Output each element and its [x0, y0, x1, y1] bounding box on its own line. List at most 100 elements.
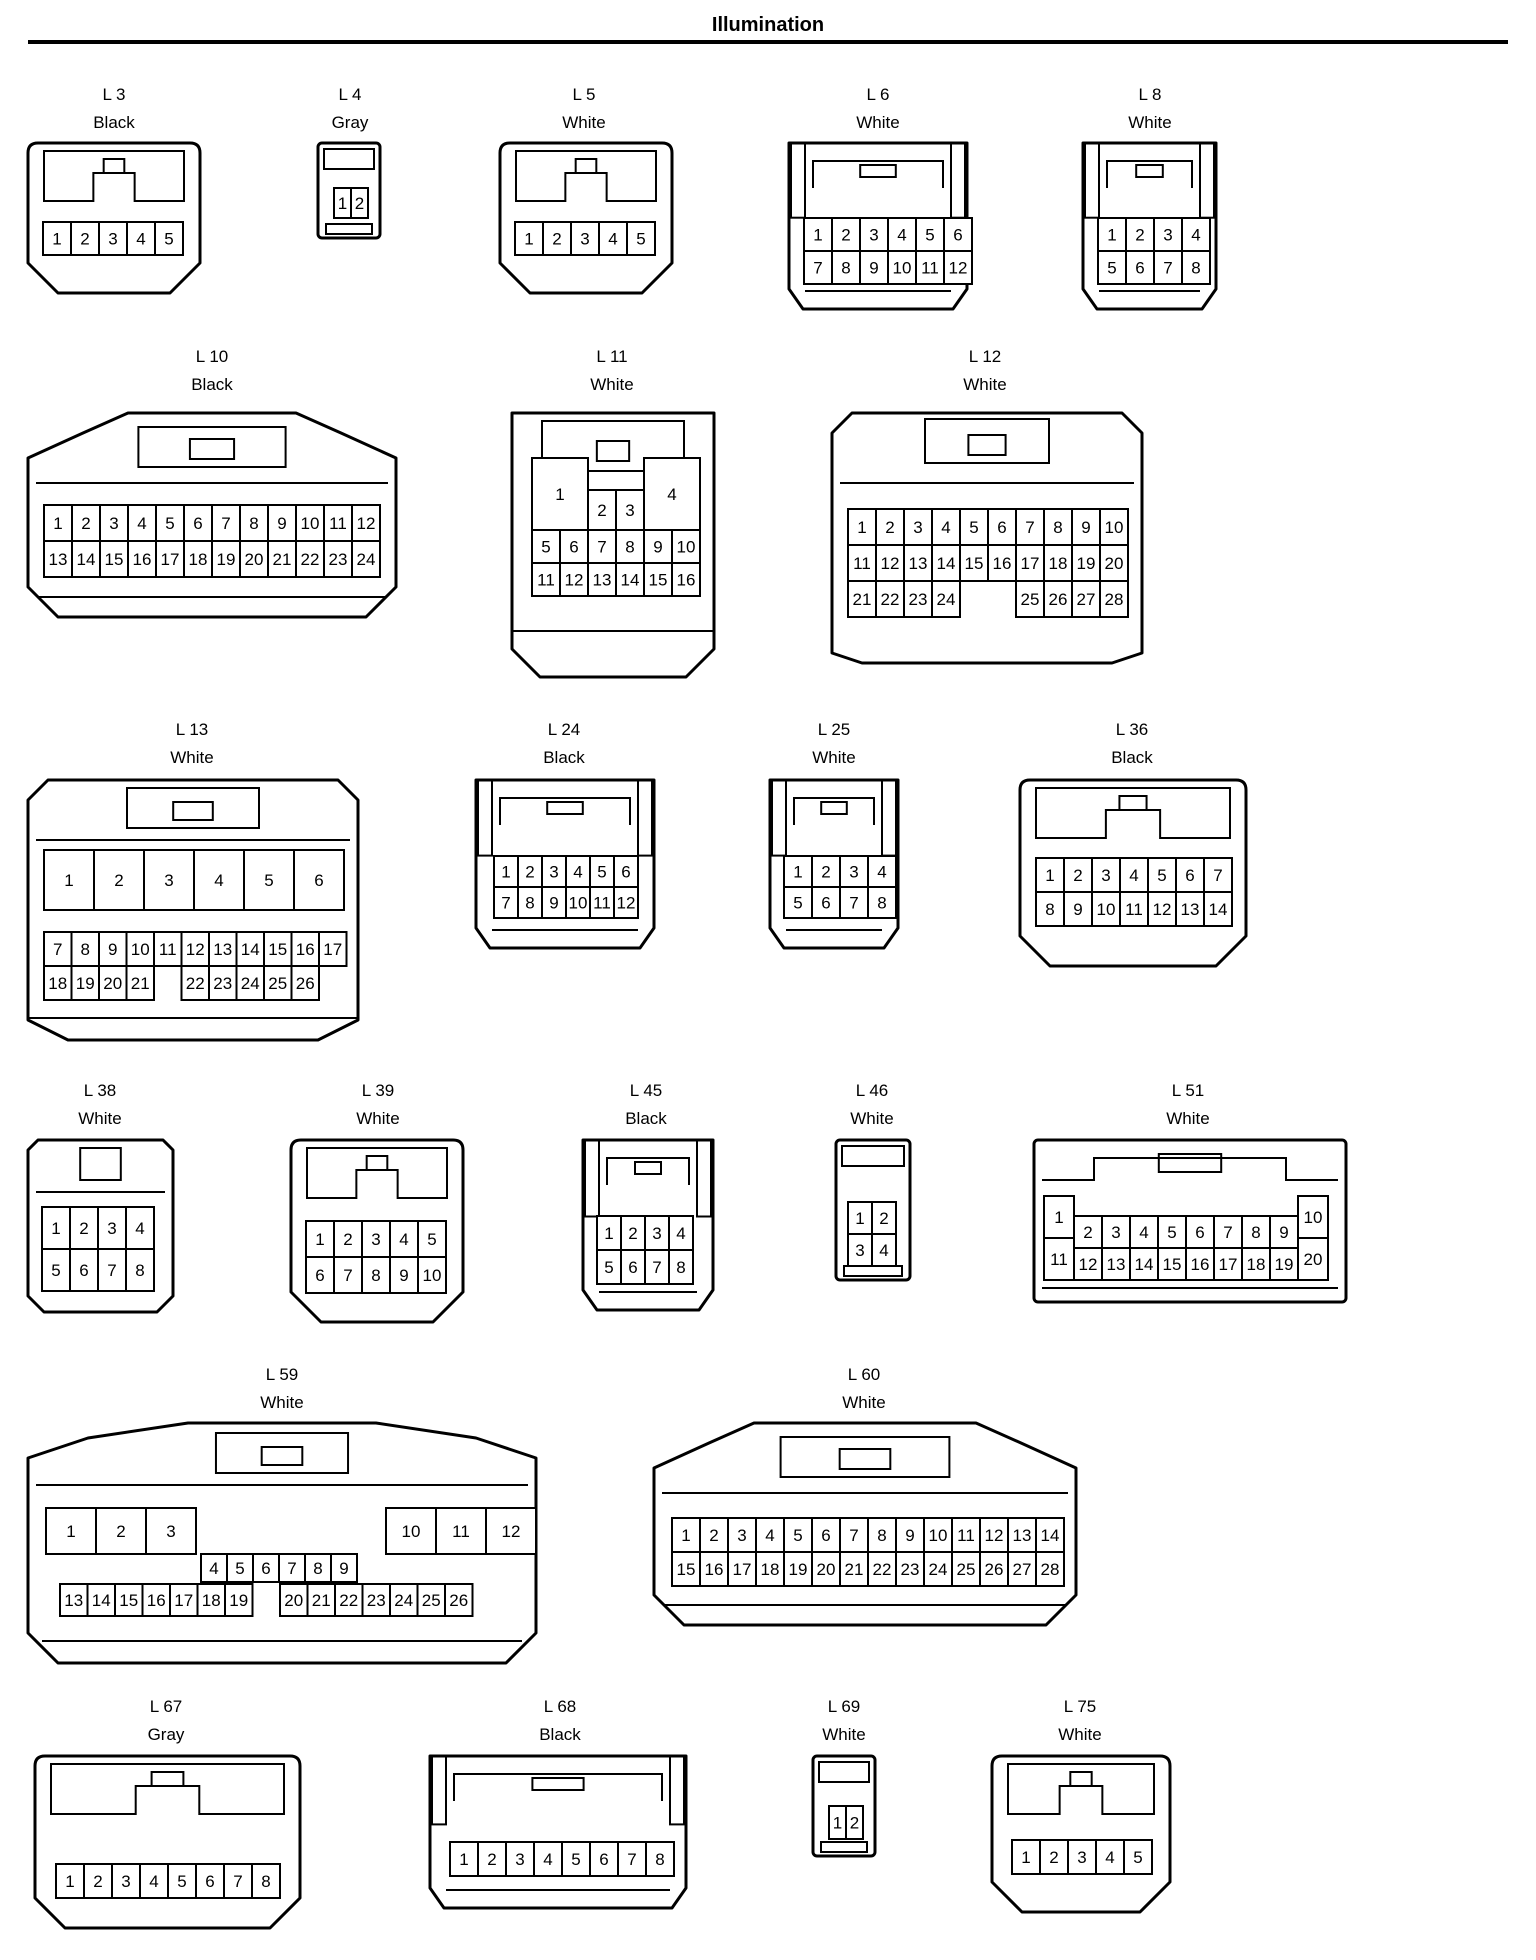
connector-id: L 4 [338, 85, 361, 104]
connector-id: L 39 [362, 1081, 394, 1100]
pin-number: 3 [108, 230, 117, 249]
pin-number: 8 [1251, 1223, 1260, 1242]
connector-color: Black [543, 748, 585, 767]
pin-number: 8 [313, 1559, 322, 1578]
pin-cell [180, 965, 210, 1001]
pin-number: 1 [793, 863, 802, 882]
pin-number: 4 [877, 863, 886, 882]
pin-cell [839, 1551, 869, 1587]
pin-cell [867, 1551, 897, 1587]
pin-number: 7 [1223, 1223, 1232, 1242]
pin-number: 1 [1045, 866, 1054, 885]
pin-number: 12 [617, 894, 636, 913]
pin-cell [59, 1583, 89, 1617]
pin-cell [727, 1551, 757, 1587]
pin-number: 27 [1077, 590, 1096, 609]
pin-number: 16 [133, 550, 152, 569]
pin-cell [71, 504, 101, 542]
pin-number: 11 [921, 259, 939, 278]
pin-cell [783, 1551, 813, 1587]
pin-number: 5 [793, 894, 802, 913]
pin-number: 4 [1139, 1223, 1148, 1242]
pin-cell [847, 580, 877, 618]
pin-cell [979, 1551, 1009, 1587]
pin-number: 24 [241, 974, 260, 993]
pin-cell [1073, 1247, 1103, 1281]
pin-number: 7 [1163, 259, 1172, 278]
pin-number: 4 [667, 485, 676, 504]
connector-id: L 60 [848, 1365, 880, 1384]
pin-number: 4 [608, 230, 617, 249]
pin-number: 8 [841, 259, 850, 278]
pin-number: 18 [1247, 1255, 1266, 1274]
pin-number: 4 [135, 1219, 144, 1238]
pin-cell [1099, 508, 1129, 546]
pin-cell [111, 1863, 141, 1899]
pin-cell [598, 221, 628, 256]
pin-cell [931, 508, 961, 546]
connector-color: White [856, 113, 899, 132]
pin-cell [839, 886, 869, 919]
pin-number: 11 [1050, 1250, 1068, 1269]
pin-cell [871, 1201, 897, 1235]
pin-cell [1297, 1195, 1329, 1239]
pin-number: 12 [1079, 1255, 1098, 1274]
pin-number: 4 [879, 1241, 888, 1260]
pin-number: 12 [502, 1522, 521, 1541]
pin-cell [477, 1841, 507, 1877]
pin-number: 6 [1135, 259, 1144, 278]
pin-number: 23 [367, 1591, 386, 1610]
pin-number: 26 [296, 974, 315, 993]
connector-color: Black [1111, 748, 1153, 767]
pin-number: 9 [108, 940, 117, 959]
pin-number: 2 [709, 1526, 718, 1545]
connector-color: White [1166, 1109, 1209, 1128]
pin-number: 23 [329, 550, 348, 569]
pin-cell [211, 540, 241, 578]
connector-color: Gray [148, 1725, 185, 1744]
pin-cell [45, 1507, 97, 1555]
pin-number: 8 [877, 894, 886, 913]
pin-number: 20 [245, 550, 264, 569]
pin-number: 19 [229, 1591, 248, 1610]
pin-cell [417, 1256, 447, 1294]
pin-number: 2 [879, 1209, 888, 1228]
pin-number: 15 [965, 554, 984, 573]
pin-number: 27 [1013, 1560, 1032, 1579]
pin-cell [1071, 580, 1101, 618]
pin-number: 9 [549, 894, 558, 913]
connector-color: White [78, 1109, 121, 1128]
pin-cell [98, 931, 128, 967]
pin-cell [915, 217, 945, 252]
pin-number: 10 [677, 538, 696, 557]
pin-number: 2 [850, 1814, 859, 1833]
pin-cell [83, 1863, 113, 1899]
pin-cell [139, 1863, 169, 1899]
pin-number: 12 [1153, 900, 1172, 919]
pin-cell [845, 1805, 864, 1840]
pin-cell [1181, 217, 1211, 252]
pin-cell [671, 562, 701, 597]
pin-number: 25 [422, 1591, 441, 1610]
pin-cell [290, 965, 320, 1001]
pin-number: 13 [593, 571, 612, 590]
pin-cell [223, 1863, 253, 1899]
pin-number: 15 [677, 1560, 696, 1579]
pin-cell [565, 886, 591, 919]
pin-cell [1153, 250, 1183, 285]
pin-number: 3 [515, 1850, 524, 1869]
pin-cell [803, 250, 833, 285]
pin-number: 7 [849, 1526, 858, 1545]
pin-cell [931, 544, 961, 582]
pin-number: 8 [525, 894, 534, 913]
pin-number: 1 [1107, 226, 1116, 245]
pin-number: 4 [399, 1230, 408, 1249]
pin-cell [70, 931, 100, 967]
pin-cell [385, 1507, 437, 1555]
